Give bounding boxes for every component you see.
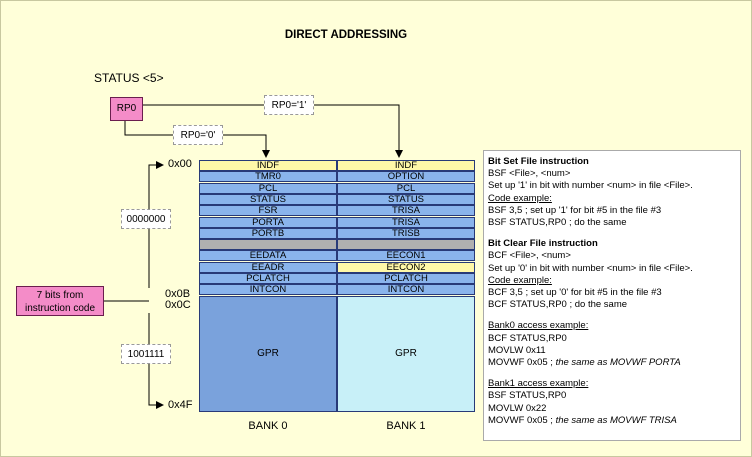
bank1-register: PCL [337, 182, 475, 194]
bank0-register: FSR [199, 205, 337, 217]
address-0x00: 0x00 [168, 158, 192, 170]
rp0-one-label: RP0='1' [271, 99, 307, 111]
rp0-label: RP0 [116, 103, 137, 114]
bank1-register: PCLATCH [337, 273, 475, 284]
bank1-example-3-comment: the same as MOVWF TRISA [555, 414, 677, 426]
instruction-info-panel: Bit Set File instruction BSF <File>, <nu… [483, 150, 741, 441]
bank0-example-3: MOVWF 0x05 ; the same as MOVWF PORTA [488, 357, 740, 369]
bank0-label: BANK 0 [248, 420, 288, 432]
lower-bits-label: 1001111 [127, 348, 165, 360]
instr-bits-label: 7 bits from instruction code [24, 290, 96, 314]
bank1-gpr-label: GPR [395, 348, 417, 360]
bank1-example-2: MOVLW 0x22 [488, 402, 547, 414]
bank0-register: TMR0 [199, 171, 337, 183]
bank1-example-title: Bank1 access example: [488, 378, 589, 390]
rp0-one-line [143, 104, 403, 158]
address-0x0b: 0x0B [165, 288, 191, 300]
bsf-example-2: BSF STATUS,RP0 ; do the same [488, 217, 627, 229]
bcf-example-1: BCF 3,5 ; set up '0' for bit #5 in the f… [488, 287, 662, 299]
bank0-register: STATUS [199, 193, 337, 205]
bank0-register: PORTA [199, 216, 337, 228]
bank0-example-3-comment: the same as MOVWF PORTA [555, 357, 681, 369]
bank0-register: PCL [199, 182, 337, 194]
bank1-register: INTCON [337, 284, 475, 296]
bank1-register: TRISB [337, 227, 475, 239]
upper-bits-box: 0000000 [121, 209, 171, 229]
bank0-register: PCLATCH [199, 273, 337, 284]
bank1-example-1: BSF STATUS,RP0 [488, 390, 567, 402]
bcf-syntax: BCF <File>, <num> [488, 250, 571, 262]
bsf-description: Set up '1' in bit with number <num> in f… [488, 180, 693, 192]
bank0-gpr: GPR [199, 295, 337, 412]
bank1-gpr: GPR [337, 295, 475, 412]
bank0-example-1: BCF STATUS,RP0 [488, 332, 567, 344]
bank0-register: INDF [199, 160, 337, 171]
upper-bits-label: 0000000 [126, 213, 166, 225]
bcf-example-title: Code example: [488, 274, 552, 286]
bank0-example-2: MOVLW 0x11 [488, 344, 546, 356]
bsf-example-title: Code example: [488, 192, 552, 204]
lower-bits-box: 1001111 [121, 344, 171, 364]
bank1-register: STATUS [337, 193, 475, 205]
bank1-register: TRISA [337, 205, 475, 217]
bank0-register: INTCON [199, 284, 337, 296]
rp0-box: RP0 [110, 97, 143, 121]
bsf-example-1: BSF 3,5 ; set up '1' for bit #5 in the f… [488, 204, 662, 216]
bank0-example-3-code: MOVWF 0x05 ; [488, 357, 556, 369]
bank0-register: PORTB [199, 227, 337, 239]
bank0-gpr-label: GPR [257, 348, 279, 360]
rp0-zero-label: RP0='0' [180, 129, 216, 141]
bank1-register: EECON2 [337, 261, 475, 273]
bsf-title: Bit Set File instruction [488, 156, 589, 167]
upper-addr-line [148, 161, 164, 288]
bank0-register: EEADR [199, 261, 337, 273]
bank1-example-3-code: MOVWF 0x05 ; [488, 414, 556, 426]
rp0-zero-box: RP0='0' [173, 125, 223, 145]
address-0x0c: 0x0C [165, 299, 191, 311]
bsf-syntax: BSF <File>, <num> [488, 168, 571, 180]
bcf-description: Set up '0' in bit with number <num> in f… [488, 262, 693, 274]
lower-addr-line [148, 313, 164, 409]
bank1-label: BANK 1 [386, 420, 426, 432]
bcf-title: Bit Clear File instruction [488, 238, 598, 250]
bank1-register: TRISA [337, 216, 475, 228]
bank1-example-3: MOVWF 0x05 ; the same as MOVWF TRISA [488, 415, 740, 427]
bcf-example-2: BCF STATUS,RP0 ; do the same [488, 299, 628, 311]
bank0-register [199, 239, 337, 251]
diagram-title: DIRECT ADDRESSING [284, 29, 408, 41]
bank1-register [337, 239, 475, 251]
address-0x4f: 0x4F [168, 399, 193, 411]
bank0-example-title: Bank0 access example: [488, 320, 589, 332]
bank1-register: OPTION [337, 171, 475, 183]
bank1-register: EECON1 [337, 250, 475, 262]
bank0-register: EEDATA [199, 250, 337, 262]
rp0-one-box: RP0='1' [264, 95, 314, 115]
instr-bits-box: 7 bits from instruction code [16, 286, 104, 316]
bank1-register: INDF [337, 160, 475, 171]
status-label: STATUS <5> [94, 71, 164, 85]
